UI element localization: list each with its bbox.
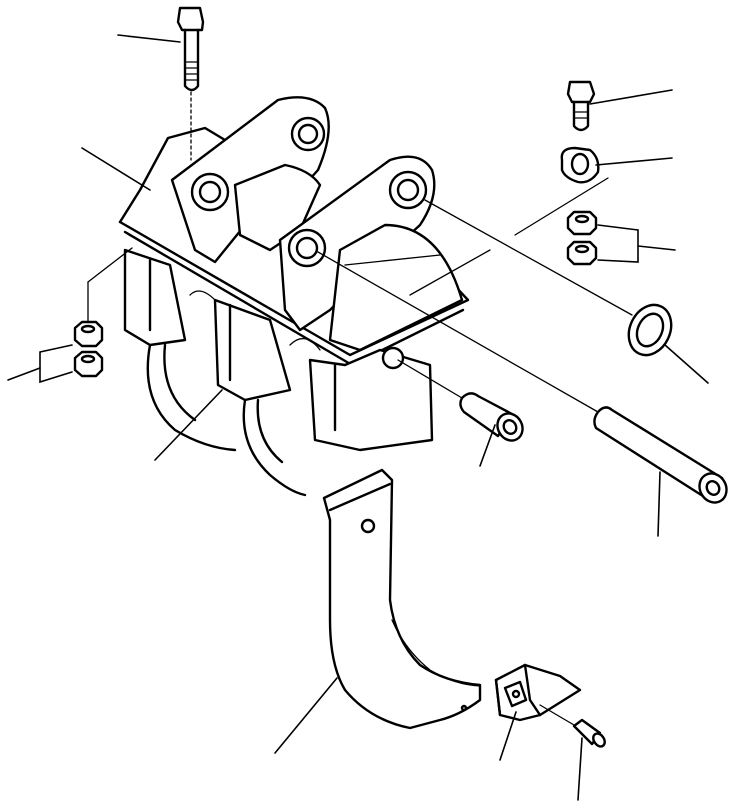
washer-icon <box>424 199 673 357</box>
leader-short-pin <box>479 424 496 467</box>
leader-spacer-collar <box>595 157 673 166</box>
top-bolt-icon <box>176 6 205 161</box>
leader-mounted-shanks <box>154 389 223 461</box>
leader-ripper-frame <box>81 147 151 191</box>
leader-ripper-tip <box>499 711 517 761</box>
leader-top-bolt <box>117 34 181 43</box>
ripper-frame-icon <box>118 96 470 452</box>
leader-long-pin <box>657 471 661 537</box>
mounted-shanks-icon <box>146 343 307 497</box>
left-nut-pair-icon <box>39 247 133 384</box>
right-nut-pair-icon <box>409 177 639 296</box>
spacer-collar-icon <box>560 146 600 184</box>
leader-tip-pin <box>577 737 583 801</box>
leader-ripper-shank <box>274 677 338 754</box>
leader-right-nut-pair <box>637 245 676 251</box>
ripper-tip-icon <box>494 663 582 722</box>
leader-right-bolt <box>589 89 673 105</box>
tip-pin-icon <box>539 704 606 748</box>
leader-washer <box>664 344 709 384</box>
leader-left-nut-pair <box>7 367 41 381</box>
short-pin-icon <box>397 359 524 442</box>
right-bolt-icon <box>566 80 596 132</box>
long-pin-icon <box>317 251 728 504</box>
ripper-shank-icon <box>322 468 482 730</box>
